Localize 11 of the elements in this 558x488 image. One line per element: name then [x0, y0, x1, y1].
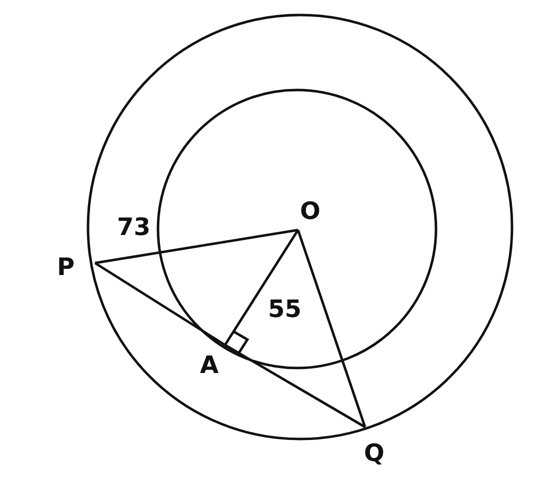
line-segment [94, 262, 226, 346]
point-label: Q [364, 440, 384, 466]
line-segment [224, 229, 300, 346]
length-label: 55 [268, 296, 302, 322]
length-label: 73 [117, 214, 150, 240]
point-label: P [57, 254, 75, 280]
line-segment [296, 230, 366, 428]
line-segment [224, 344, 366, 428]
line-segment [94, 228, 298, 264]
point-label: O [300, 198, 320, 224]
point-label: A [200, 352, 219, 378]
